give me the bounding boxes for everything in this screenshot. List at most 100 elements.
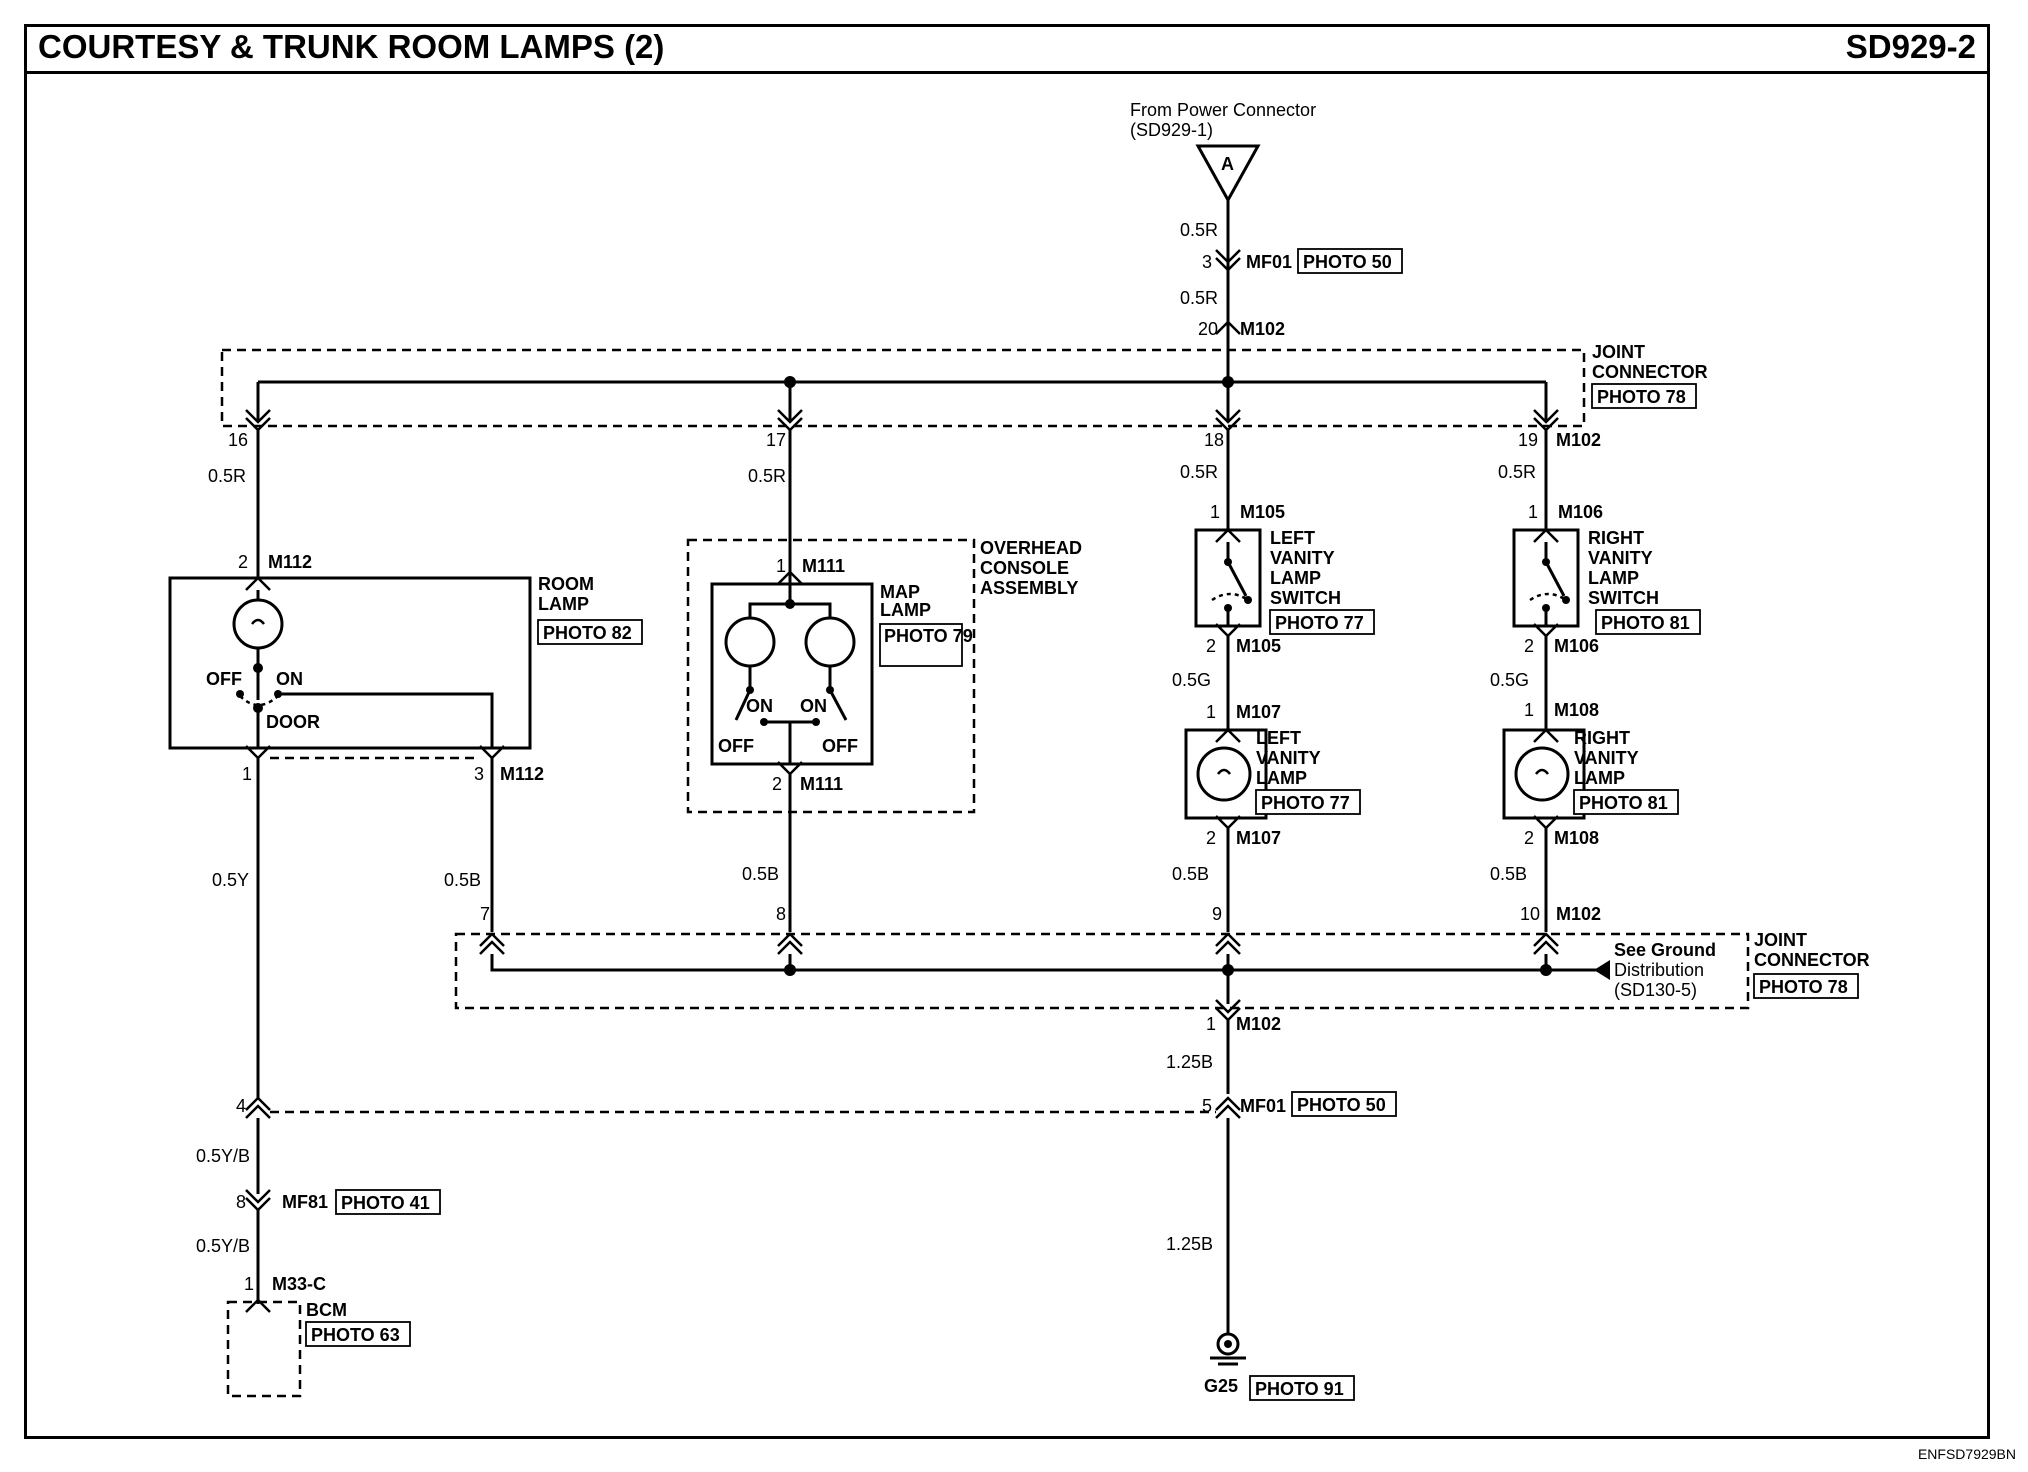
conn-m102-bottom: M102: [1236, 1014, 1281, 1034]
map-lamp-label-1: MAP: [880, 582, 920, 602]
map-lamp-label-2: LAMP: [880, 600, 931, 620]
left-switch-label-3: LAMP: [1270, 568, 1321, 588]
m108-1-connector: [1533, 728, 1559, 743]
conn-mf81: MF81: [282, 1192, 328, 1212]
top-joint-label-1: JOINT: [1592, 342, 1645, 362]
room-switch-contact-off: [236, 690, 244, 698]
pin-mf01-5: 5: [1202, 1096, 1212, 1116]
pin-m105-1: 1: [1210, 502, 1220, 522]
photo-78-bottom: PHOTO 78: [1759, 977, 1848, 997]
room-lamp-box: [168, 576, 532, 750]
photo-78-top: PHOTO 78: [1597, 387, 1686, 407]
ground-note-2: Distribution: [1614, 960, 1704, 980]
photo-77-switch-box: [1269, 609, 1375, 635]
ground-eye: [1216, 1332, 1240, 1356]
conn-m105-top: M105: [1240, 502, 1285, 522]
pin-mf81-8: 8: [236, 1192, 246, 1212]
wire-label-feed-1: 0.5R: [1180, 220, 1218, 240]
right-switch-arc: [1529, 592, 1567, 602]
photo-91-box: [1249, 1375, 1355, 1401]
pin-m112-3: 3: [474, 764, 484, 784]
conn-9: [1215, 932, 1241, 955]
right-switch-blade: [1544, 561, 1566, 597]
room-lamp-bulb: [232, 598, 284, 650]
photo-79-box: [879, 623, 963, 667]
conn-m102-19: M102: [1556, 430, 1601, 450]
photo-81-switch-box: [1595, 609, 1701, 635]
ground-dist-arrow: [1594, 960, 1610, 980]
map-on-left: ON: [746, 696, 773, 716]
conn-m112-top: M112: [268, 552, 312, 572]
right-lamp-label-1: RIGHT: [1574, 728, 1630, 748]
room-off-label: OFF: [206, 669, 242, 689]
photo-91: PHOTO 91: [1255, 1379, 1344, 1399]
overhead-label-3: ASSEMBLY: [980, 578, 1078, 598]
footer-code: ENFSD7929BN: [1917, 1446, 2016, 1462]
header-bar: COURTESY & TRUNK ROOM LAMPS (2) SD929-2: [24, 24, 1990, 74]
overhead-console-box: [686, 538, 976, 814]
left-switch-blade: [1226, 561, 1248, 597]
ground-g25: G25: [1204, 1376, 1238, 1396]
conn-m111-bottom: M111: [800, 774, 843, 794]
photo-77-lamp: PHOTO 77: [1261, 793, 1350, 813]
photo-81-switch: PHOTO 81: [1601, 613, 1690, 633]
right-switch-label-1: RIGHT: [1588, 528, 1644, 548]
map-lamp-split-dot: [785, 599, 795, 609]
left-switch-label-2: VANITY: [1270, 548, 1335, 568]
mf01-top-connector: [1215, 249, 1241, 272]
left-vanity-bulb: [1196, 746, 1252, 802]
map-lamp-left-in: [748, 584, 792, 618]
wire-label-room-feed: 0.5R: [208, 466, 246, 486]
pin-m112-2: 2: [238, 552, 248, 572]
map-lamp-bulb-left: [724, 616, 776, 668]
conn-m107-top: M107: [1236, 702, 1281, 722]
photo-41-box: [335, 1189, 441, 1215]
pin-9: 9: [1212, 904, 1222, 924]
pin-m107-1: 1: [1206, 702, 1216, 722]
bottom-bus-splice-1: [784, 964, 796, 976]
map-off-right: OFF: [822, 736, 858, 756]
pin-mf01-4: 4: [236, 1096, 246, 1116]
wire-label-05yb-1: 0.5Y/B: [196, 1146, 250, 1166]
left-lamp-label-1: LEFT: [1256, 728, 1301, 748]
m107-1-connector: [1215, 728, 1241, 743]
pin-19: 19: [1518, 430, 1538, 450]
conn-mf01-bottom: MF01: [1240, 1096, 1286, 1116]
photo-50-bottom-box: [1291, 1091, 1397, 1117]
right-lamp-box: [1502, 728, 1586, 820]
photo-41: PHOTO 41: [341, 1193, 430, 1213]
photo-63-box: [305, 1321, 411, 1347]
left-switch-label-4: SWITCH: [1270, 588, 1341, 608]
pin-10: 10: [1520, 904, 1540, 924]
right-vanity-filament: [1535, 768, 1549, 775]
pin-m105-2: 2: [1206, 636, 1216, 656]
conn-m107-bottom: M107: [1236, 828, 1281, 848]
wire-label-05y: 0.5Y: [212, 870, 249, 890]
bcm-box: [226, 1300, 302, 1398]
right-lamp-label-2: VANITY: [1574, 748, 1639, 768]
source-letter: A: [1221, 154, 1234, 174]
pin-7: 7: [480, 904, 490, 924]
room-lamp-filament: [251, 618, 265, 625]
room-lamp-door-trace: [278, 692, 494, 748]
photo-79: PHOTO 79: [884, 626, 973, 646]
map-on-right: ON: [800, 696, 827, 716]
map-lamp-box: [710, 582, 874, 766]
ground-eye-center: [1224, 1340, 1232, 1348]
source-text-2: (SD929-1): [1130, 120, 1213, 140]
left-switch-label-1: LEFT: [1270, 528, 1315, 548]
conn-m108-top: M108: [1554, 700, 1599, 720]
wire-label-05b-right: 0.5B: [1490, 864, 1527, 884]
mf01-5-connector: [1215, 1096, 1241, 1119]
pin-m111-2: 2: [772, 774, 782, 794]
wire-label-125b-1: 1.25B: [1166, 1052, 1213, 1072]
pin-mf01-3: 3: [1202, 252, 1212, 272]
left-lamp-box: [1184, 728, 1268, 820]
bottom-joint-connector-box: [454, 932, 1750, 1010]
photo-50-top-box: [1297, 248, 1403, 274]
map-right-blade: [828, 689, 848, 721]
pin-m111-1: 1: [776, 556, 786, 576]
photo-50-bottom: PHOTO 50: [1297, 1095, 1386, 1115]
room-switch-pivot: [253, 663, 263, 673]
right-switch-label-2: VANITY: [1588, 548, 1653, 568]
